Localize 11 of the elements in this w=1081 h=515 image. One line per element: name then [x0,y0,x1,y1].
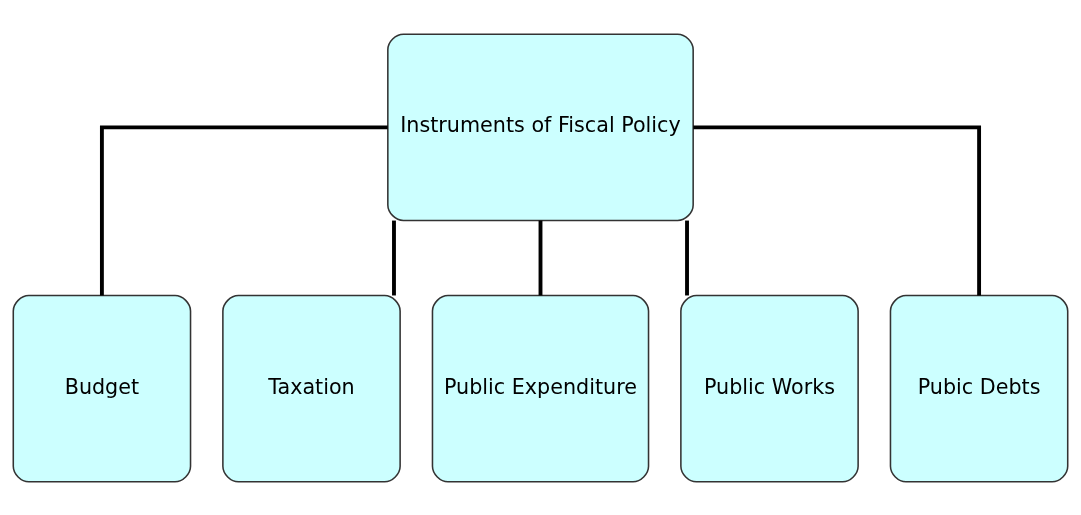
connector [99,124,388,295]
connector [685,220,689,295]
node-box: Public Expenditure [431,294,650,483]
node-box: Pubic Debts [889,294,1069,483]
node-box: Taxation [222,294,401,483]
node-box: Budget [12,294,192,483]
connector [392,220,396,295]
node-box: Instruments of Fiscal Policy [387,32,694,221]
connector [538,220,543,295]
node-box: Public Works [680,294,859,483]
connector [693,124,982,295]
